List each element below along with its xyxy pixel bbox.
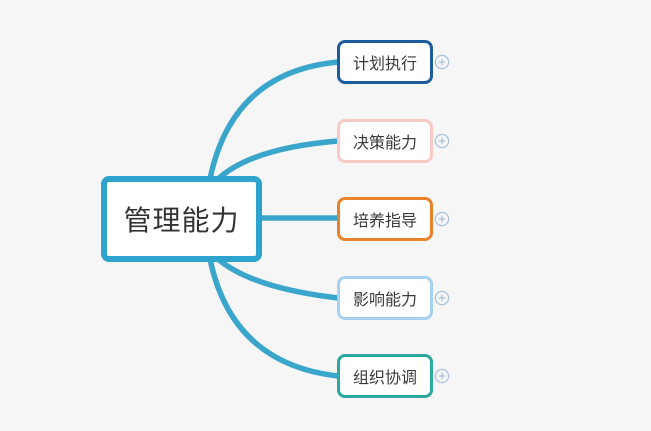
child-node-org-coordination[interactable]: 组织协调 bbox=[337, 354, 433, 398]
plus-circle-icon bbox=[434, 368, 450, 384]
child-node-label: 培养指导 bbox=[352, 213, 417, 230]
connector-line-1 bbox=[207, 59, 341, 182]
add-child-button[interactable] bbox=[434, 133, 450, 149]
add-child-button[interactable] bbox=[434, 54, 450, 70]
add-child-button[interactable] bbox=[434, 211, 450, 227]
child-node-label: 组织协调 bbox=[352, 370, 417, 387]
child-node-label: 影响能力 bbox=[352, 292, 417, 309]
plus-circle-icon bbox=[434, 133, 450, 149]
child-node-training-guidance[interactable]: 培养指导 bbox=[337, 197, 433, 241]
connector-line-2 bbox=[215, 138, 341, 182]
add-child-button[interactable] bbox=[434, 368, 450, 384]
child-node-decision-making[interactable]: 决策能力 bbox=[337, 119, 433, 163]
add-child-button[interactable] bbox=[434, 290, 450, 306]
child-node-influence[interactable]: 影响能力 bbox=[337, 276, 433, 320]
plus-circle-icon bbox=[434, 54, 450, 70]
child-node-label: 计划执行 bbox=[352, 56, 417, 73]
plus-circle-icon bbox=[434, 211, 450, 227]
child-node-plan-execution[interactable]: 计划执行 bbox=[337, 40, 433, 84]
root-node[interactable]: 管理能力 bbox=[101, 176, 262, 262]
connector-line-4 bbox=[215, 256, 341, 301]
child-node-label: 决策能力 bbox=[352, 135, 417, 152]
connector-line-5 bbox=[207, 256, 341, 379]
plus-circle-icon bbox=[434, 290, 450, 306]
root-node-label: 管理能力 bbox=[123, 205, 240, 236]
